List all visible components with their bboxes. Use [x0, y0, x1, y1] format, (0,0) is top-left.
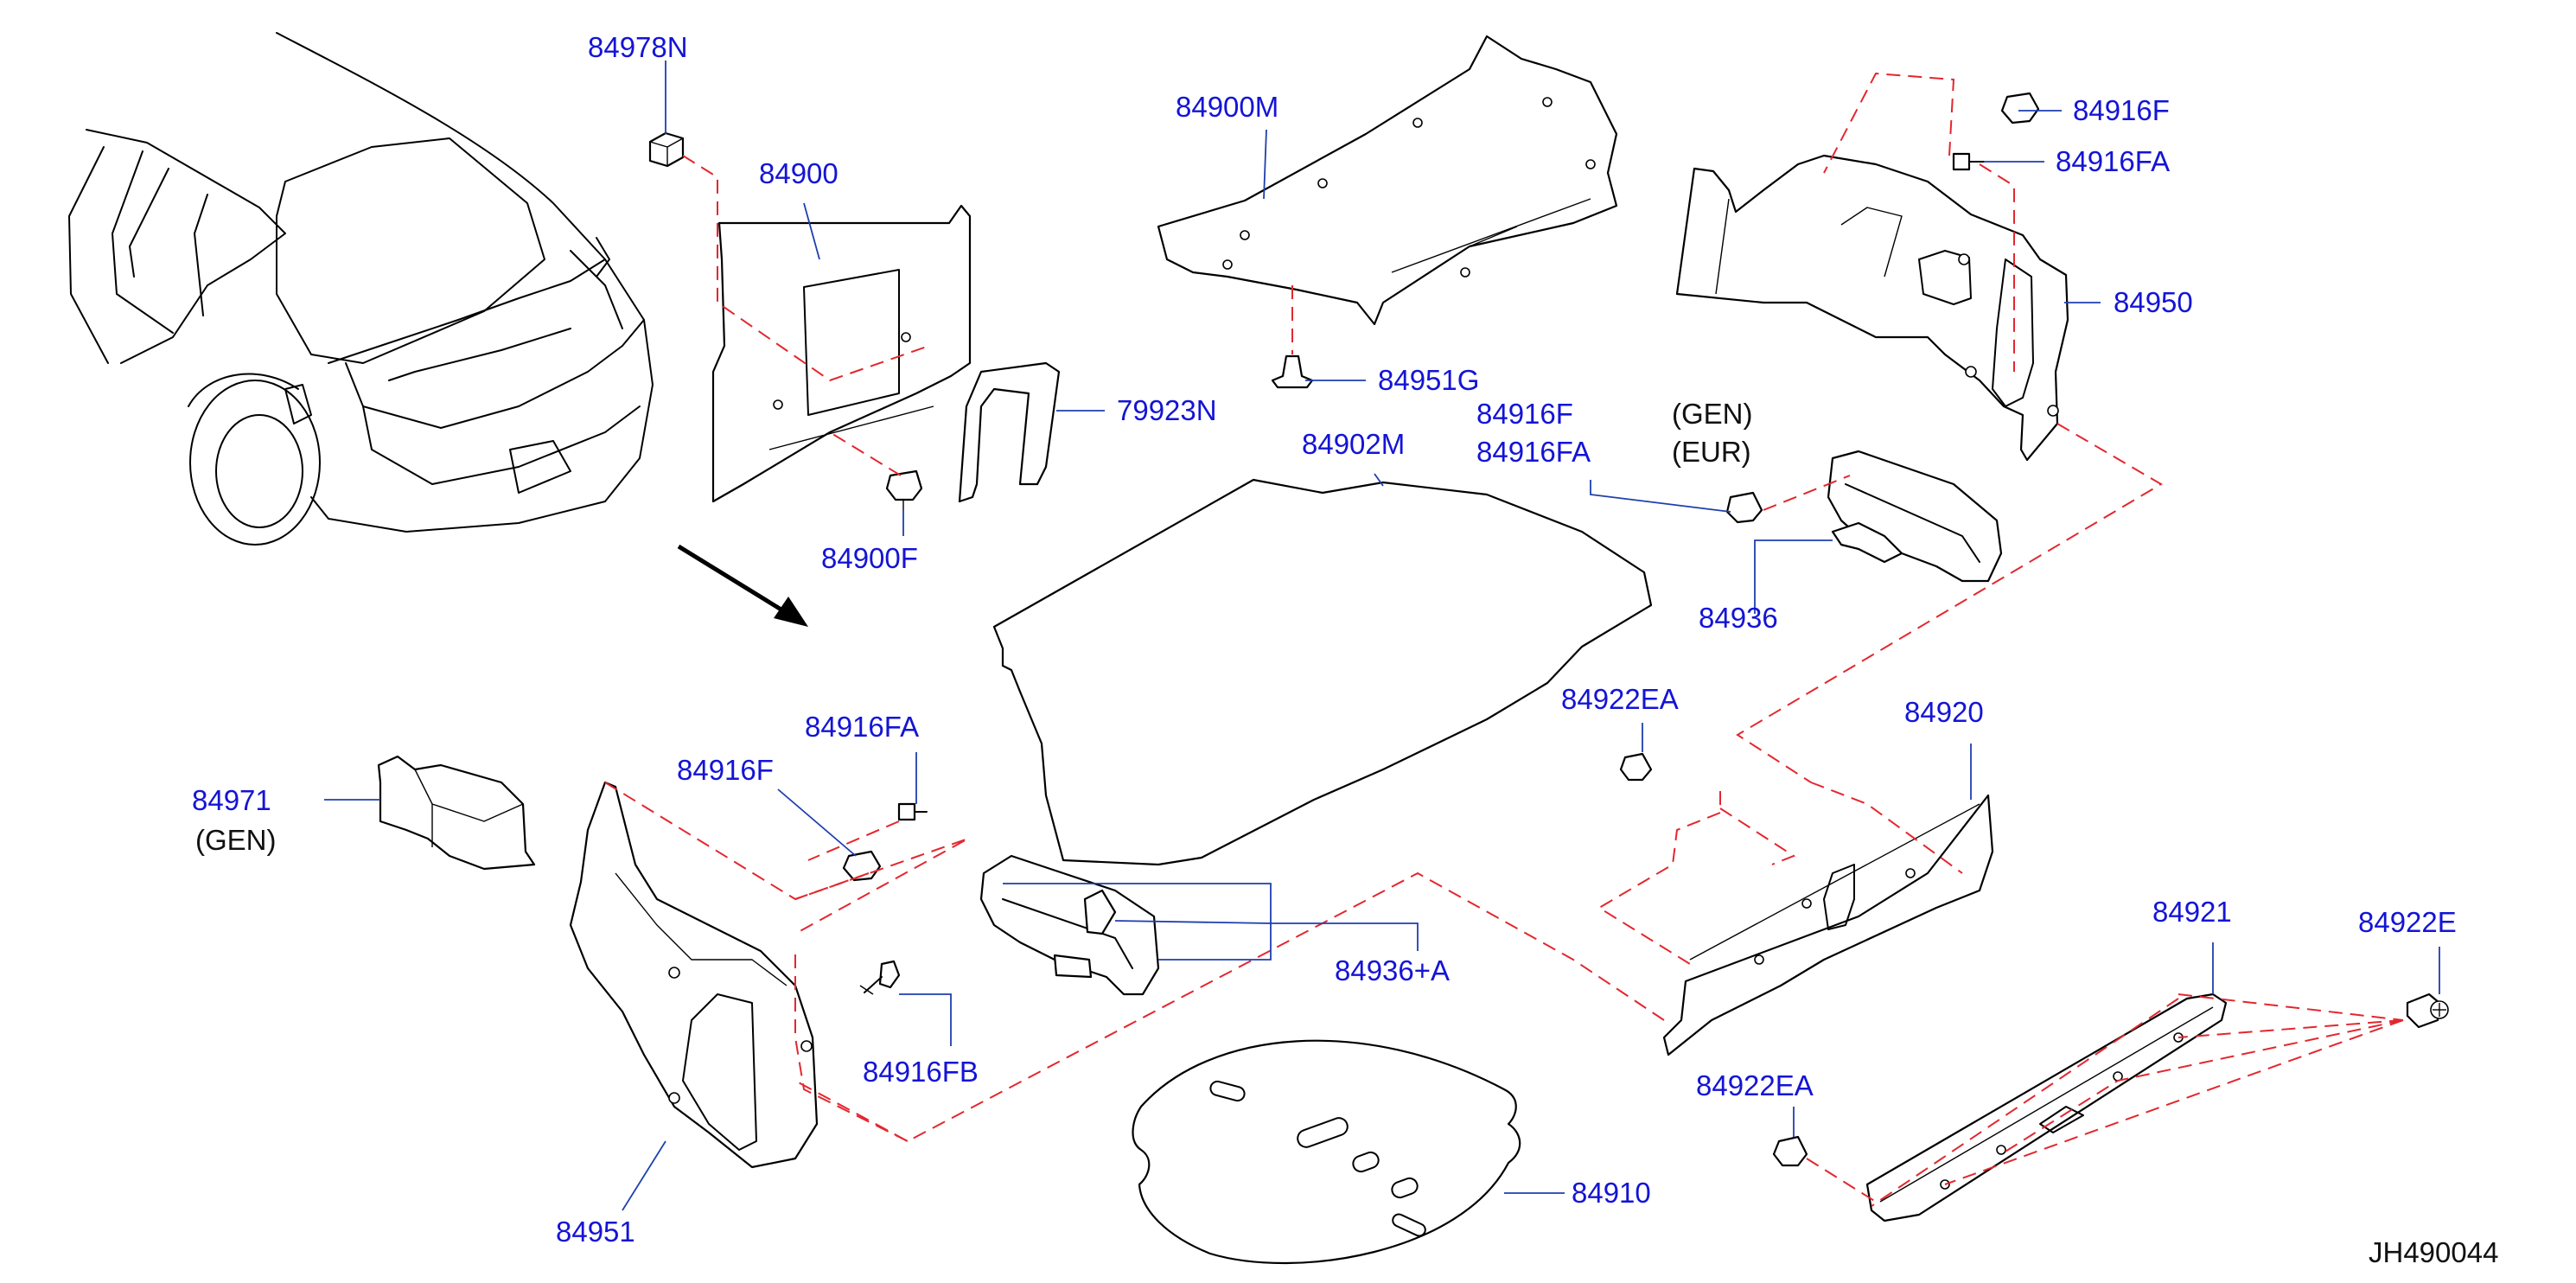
- clip-84916F-mid: [1725, 491, 1763, 524]
- part-labels: 84978N 84900 84900M 84916F 84916FA 84950…: [192, 31, 2457, 1248]
- label-84922EA-bottom: 84922EA: [1696, 1069, 1814, 1101]
- mat-84902M: [992, 478, 1653, 866]
- label-eur-mid: (EUR): [1672, 436, 1751, 468]
- label-84921: 84921: [2152, 896, 2232, 928]
- label-gen-mid: (GEN): [1672, 398, 1753, 430]
- label-84922E: 84922E: [2358, 906, 2457, 938]
- clip-84900F: [885, 469, 923, 510]
- label-84936: 84936: [1699, 602, 1778, 634]
- label-84978N: 84978N: [588, 31, 688, 63]
- strap-84936: [1827, 450, 2003, 583]
- clip-84916FA-top: [1952, 152, 1985, 171]
- strap-84936A: [979, 854, 1160, 996]
- clip-84951G: [1271, 354, 1314, 389]
- side-trim-84951: [569, 781, 819, 1169]
- clip-84978N: [648, 131, 685, 168]
- label-84920: 84920: [1904, 696, 1984, 728]
- label-84916FA-mid: 84916FA: [1476, 436, 1591, 468]
- label-gen-left: (GEN): [195, 824, 277, 856]
- label-84951: 84951: [556, 1216, 635, 1248]
- label-84971: 84971: [192, 784, 271, 816]
- panel-84900: [711, 204, 972, 503]
- label-79923N: 79923N: [1117, 394, 1217, 426]
- bracket-84971: [377, 755, 536, 871]
- label-84900: 84900: [759, 157, 838, 189]
- label-84951G: 84951G: [1378, 364, 1479, 396]
- label-84950: 84950: [2114, 286, 2193, 318]
- vehicle-illustration: [68, 32, 654, 546]
- label-84910: 84910: [1572, 1177, 1651, 1209]
- direction-arrow: [677, 544, 808, 627]
- clip-84916FA-left: [897, 802, 928, 821]
- label-84916FA-top: 84916FA: [2056, 145, 2170, 177]
- clip-84916FB: [859, 960, 901, 995]
- label-84916F-top: 84916F: [2073, 94, 2170, 126]
- label-84916FB: 84916FB: [863, 1056, 979, 1088]
- board-84910: [1132, 1039, 1521, 1265]
- side-trim-84950: [1675, 154, 2069, 462]
- reference-lines: [604, 72, 2404, 1207]
- diagram-code: JH490044: [2369, 1236, 2498, 1268]
- label-84916F-mid: 84916F: [1476, 398, 1573, 430]
- label-84900F: 84900F: [821, 542, 918, 574]
- clip-84922EA-bottom: [1772, 1135, 1808, 1167]
- clip-84922E: [2406, 993, 2449, 1029]
- label-84902M: 84902M: [1302, 428, 1405, 460]
- sill-84921: [1865, 993, 2228, 1222]
- label-84916F-left: 84916F: [677, 754, 774, 786]
- label-84916FA-left: 84916FA: [805, 711, 919, 743]
- shelf-84900M: [1157, 35, 1618, 326]
- clip-84916F-top: [2000, 92, 2040, 124]
- clip-84922EA-top: [1619, 752, 1653, 782]
- label-84922EA-top: 84922EA: [1561, 683, 1679, 715]
- leader-lines: [324, 61, 2440, 1211]
- label-84900M: 84900M: [1176, 91, 1278, 123]
- label-84936A: 84936+A: [1335, 954, 1450, 986]
- rear-panel-84920: [1662, 794, 1994, 1056]
- handle-79923N: [958, 361, 1061, 503]
